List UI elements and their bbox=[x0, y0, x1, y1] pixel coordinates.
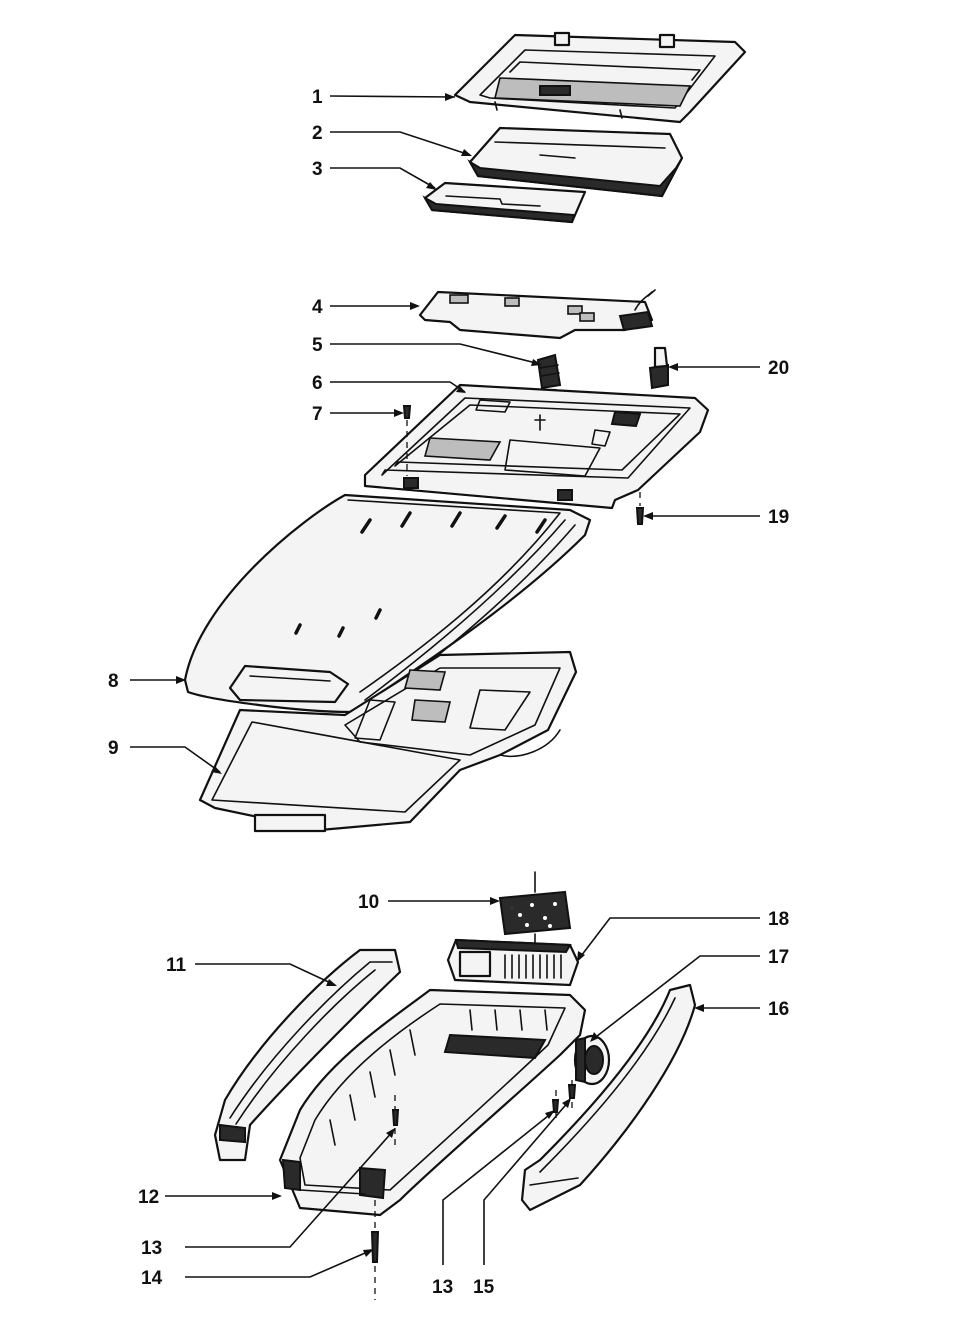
callout-9: 9 bbox=[108, 738, 119, 759]
callout-5: 5 bbox=[312, 335, 323, 356]
leader-13b bbox=[442, 1111, 554, 1265]
callout-3: 3 bbox=[312, 159, 323, 180]
part-9-base-tray bbox=[198, 650, 578, 833]
leader-9 bbox=[130, 746, 221, 773]
leader-6 bbox=[330, 381, 466, 393]
leader-3 bbox=[330, 167, 436, 189]
part-6-control-housing bbox=[363, 383, 710, 510]
part-3-bezel-plate bbox=[422, 181, 587, 224]
part-18-filter-housing bbox=[446, 938, 580, 987]
callout-1: 1 bbox=[312, 87, 323, 108]
part-20-switch bbox=[648, 346, 669, 390]
leader-14 bbox=[185, 1249, 373, 1278]
leader-lines bbox=[130, 93, 760, 1278]
callout-14: 14 bbox=[141, 1268, 163, 1289]
callout-15: 15 bbox=[473, 1277, 495, 1298]
leader-11 bbox=[195, 963, 336, 986]
leader-2 bbox=[330, 131, 471, 156]
leader-1 bbox=[329, 95, 456, 98]
leader-17 bbox=[591, 955, 760, 1041]
part-7-screw bbox=[402, 405, 412, 476]
callout-18: 18 bbox=[768, 909, 789, 930]
callout-19: 19 bbox=[768, 507, 789, 528]
part-16-right-rail bbox=[520, 983, 697, 1212]
screw-group bbox=[370, 1080, 577, 1300]
part-2-lens bbox=[467, 126, 684, 198]
leader-5 bbox=[330, 343, 541, 365]
part-10-filter bbox=[498, 871, 572, 947]
leader-13a bbox=[185, 1129, 395, 1248]
callout-17: 17 bbox=[768, 947, 789, 968]
part-1-top-frame bbox=[453, 31, 747, 124]
callout-labels: 1 2 3 4 5 6 7 8 9 10 11 12 13 13 14 15 1… bbox=[108, 87, 789, 1298]
callout-20: 20 bbox=[768, 358, 789, 379]
leader-15 bbox=[483, 1099, 571, 1265]
part-12-bottom-housing bbox=[278, 988, 587, 1217]
callout-12: 12 bbox=[138, 1187, 159, 1208]
part-17-wheel bbox=[573, 1034, 611, 1086]
leader-18 bbox=[577, 917, 760, 961]
callout-10: 10 bbox=[358, 892, 379, 913]
part-8-lid bbox=[183, 493, 592, 714]
callout-16: 16 bbox=[768, 999, 789, 1020]
callout-11: 11 bbox=[166, 955, 187, 976]
part-19-screw bbox=[635, 492, 645, 525]
callout-7: 7 bbox=[312, 404, 323, 425]
callout-13a: 13 bbox=[141, 1238, 162, 1259]
callout-13b: 13 bbox=[432, 1277, 453, 1298]
callout-8: 8 bbox=[108, 671, 119, 692]
callout-2: 2 bbox=[312, 123, 323, 144]
part-11-left-rail bbox=[213, 948, 402, 1162]
callout-4: 4 bbox=[312, 297, 323, 318]
part-4-circuit-board bbox=[418, 289, 656, 340]
callout-6: 6 bbox=[312, 373, 323, 394]
